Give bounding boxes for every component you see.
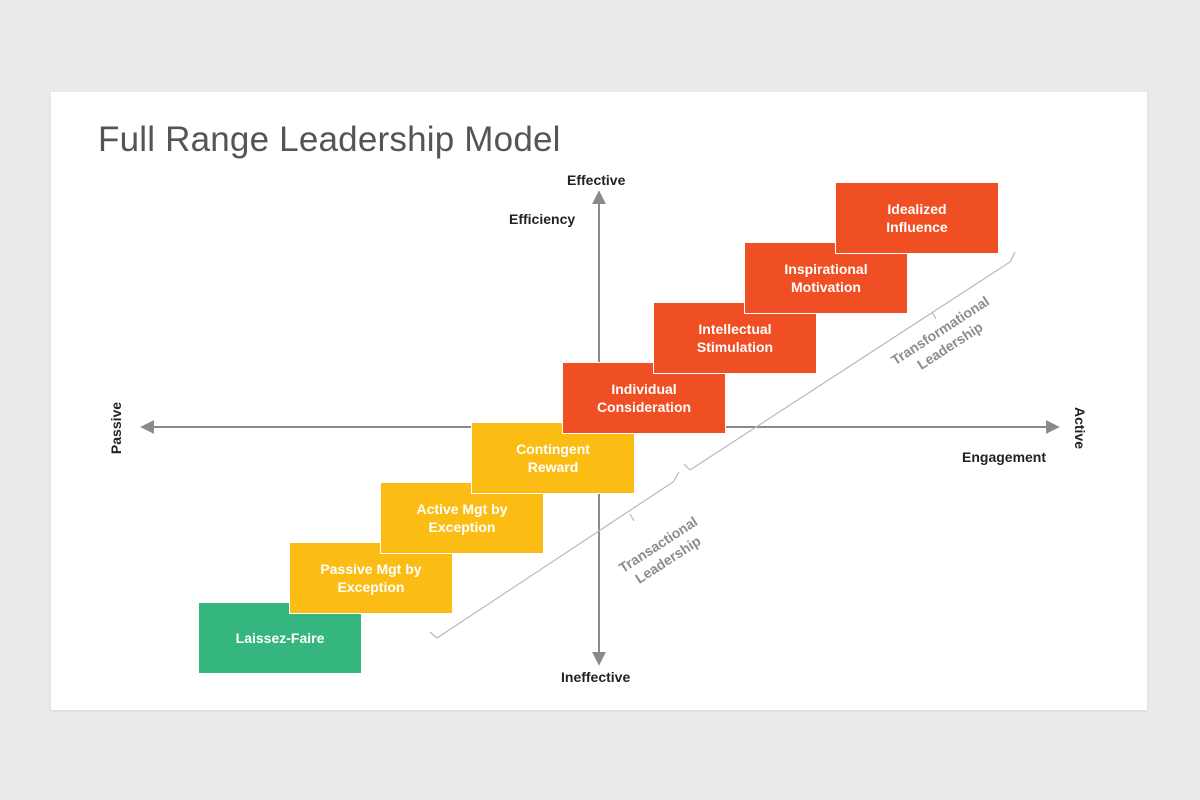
axis-x-label: Engagement	[962, 449, 1047, 465]
box-label: Stimulation	[696, 339, 774, 355]
box-label: Exception	[428, 519, 496, 535]
box-label: Reward	[527, 459, 579, 475]
axis-bottom-label: Ineffective	[561, 669, 631, 685]
box-label: Active Mgt by	[416, 501, 508, 517]
box-laissez-faire: Laissez-Faire	[198, 602, 362, 674]
box-label: Laissez-Faire	[235, 630, 325, 646]
box-label: Inspirational	[784, 261, 868, 277]
axis-top-label: Effective	[567, 172, 626, 188]
box-label: Exception	[337, 579, 405, 595]
box-label: Motivation	[790, 279, 861, 295]
box-label: Consideration	[596, 399, 692, 415]
transformational-bracket-tick	[931, 311, 937, 320]
box-active-mgt-by-exception: Active Mgt by Exception	[380, 482, 544, 554]
box-label: Influence	[886, 219, 948, 235]
axis-right-label: Active	[1072, 406, 1088, 450]
box-passive-mgt-by-exception: Passive Mgt by Exception	[289, 542, 453, 614]
transformational-bracket	[683, 251, 1016, 471]
transactional-bracket	[429, 471, 680, 639]
box-label: Passive Mgt by	[320, 561, 422, 577]
axis-y-label: Efficiency	[509, 211, 576, 227]
box-label: Contingent	[516, 441, 590, 457]
transactional-bracket-tick	[629, 513, 635, 522]
box-label: Intellectual	[698, 321, 772, 337]
box-label: Idealized	[887, 201, 947, 217]
box-label: Individual	[611, 381, 677, 397]
axis-left-label: Passive	[108, 401, 124, 455]
page-title: Full Range Leadership Model	[98, 120, 561, 159]
